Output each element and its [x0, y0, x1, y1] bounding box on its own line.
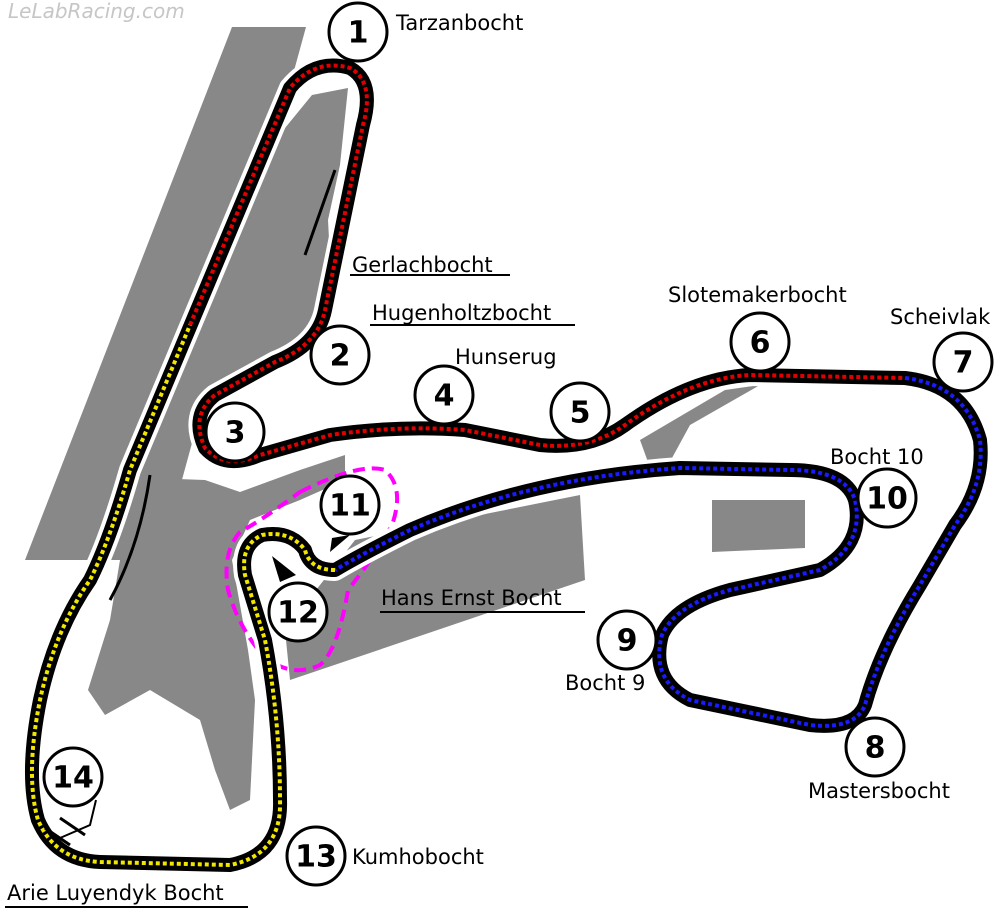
sector-2-line — [333, 376, 983, 728]
corner-9: 9 — [596, 609, 658, 671]
corner-13-number: 13 — [295, 840, 337, 875]
corner-1-name: Tarzanbocht — [395, 11, 523, 35]
corner-4-name: Hunserug — [455, 345, 557, 369]
corner-6-number: 6 — [750, 326, 771, 361]
sector-3-line — [30, 324, 336, 867]
corner-8-name: Mastersbocht — [808, 779, 950, 803]
corner-8-number: 8 — [865, 731, 886, 766]
corner-10-name: Bocht 10 — [830, 445, 924, 469]
corner-12: 12 — [267, 581, 329, 643]
corner-3-name: Hugenholtzbocht — [372, 301, 551, 325]
corner-12-number: 12 — [277, 596, 319, 631]
sector-1-line — [188, 63, 906, 464]
corner-5: 5 — [549, 381, 611, 443]
corner-5-number: 5 — [570, 396, 591, 431]
corner-14-name: Arie Luyendyk Bocht — [7, 881, 224, 905]
corner-3: 3 — [204, 401, 266, 463]
corner-13-name: Kumhobocht — [352, 845, 484, 869]
corner-7: 7 — [932, 331, 994, 393]
runoff-slotemaker — [640, 385, 760, 462]
corner-6-name: Slotemakerbocht — [668, 283, 847, 307]
leader-lines — [5, 274, 585, 908]
watermark: LeLabRacing.com — [8, 0, 185, 23]
corner-2: 2 — [309, 324, 371, 386]
corner-2-number: 2 — [330, 339, 351, 374]
corner-markers: 1 2 3 4 5 6 7 8 9 10 11 12 13 14 — [42, 1, 994, 887]
corner-10-number: 10 — [866, 482, 908, 517]
kerb-ticks — [44, 816, 86, 847]
corner-13: 13 — [285, 825, 347, 887]
highlight-zone — [224, 466, 400, 673]
infield-area-main — [88, 455, 345, 810]
infield-area-north — [160, 88, 348, 470]
pit-lane — [108, 169, 337, 601]
sector-markings — [30, 63, 983, 867]
corner-11: 11 — [319, 474, 381, 536]
corner-11-number: 11 — [329, 489, 371, 524]
corner-9-number: 9 — [617, 624, 638, 659]
corner-names: Tarzanbocht Gerlachbocht Hugenholtzbocht… — [7, 11, 991, 905]
infield-area-central — [285, 495, 585, 680]
corner-14-number: 14 — [52, 761, 94, 796]
corner-10: 10 — [856, 467, 918, 529]
corner-4-number: 4 — [434, 379, 455, 414]
corner-6: 6 — [729, 311, 791, 373]
corner-12-name: Hans Ernst Bocht — [381, 586, 562, 610]
infield-area-east — [712, 500, 805, 552]
corner-4: 4 — [413, 364, 475, 426]
paddock-area — [25, 27, 306, 560]
infield-areas — [25, 27, 805, 810]
direction-arrow-11 — [330, 535, 350, 552]
corner-7-number: 7 — [953, 346, 974, 381]
corner-14: 14 — [42, 746, 104, 808]
corner-1-number: 1 — [348, 16, 369, 51]
corner-8: 8 — [844, 716, 906, 778]
direction-arrow-12 — [272, 556, 296, 582]
corner-9-name: Bocht 9 — [565, 671, 645, 695]
corner-2-name: Gerlachbocht — [352, 253, 493, 277]
corner-1: 1 — [327, 1, 389, 63]
corner-3-number: 3 — [225, 416, 246, 451]
corner-7-name: Scheivlak — [890, 305, 991, 329]
leader-14 — [59, 799, 97, 839]
